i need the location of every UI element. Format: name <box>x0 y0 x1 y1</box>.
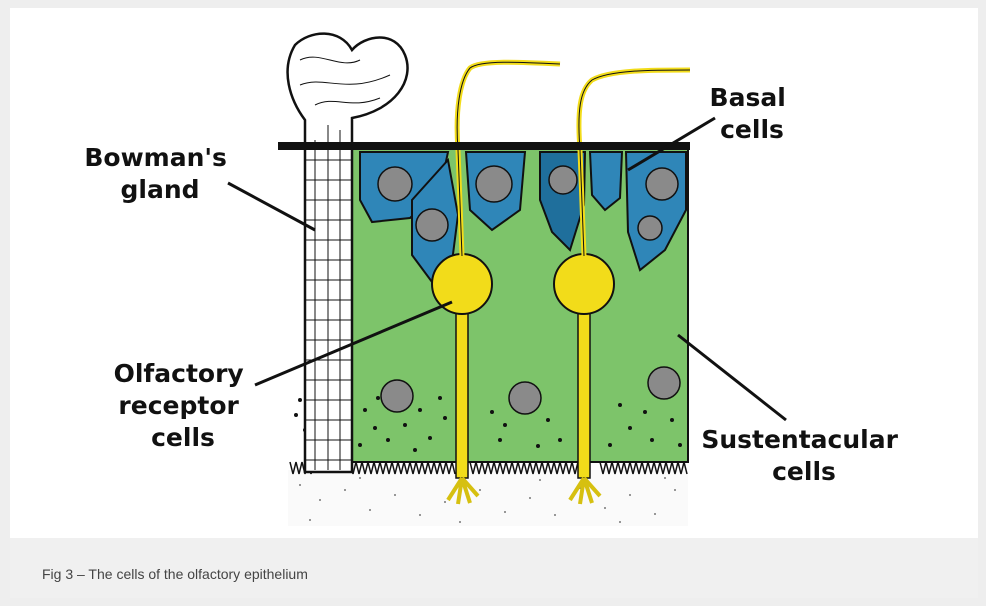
label-sustentacular-cells: Sustentacular cells <box>701 425 906 486</box>
label-bowmans-gland: Bowman's gland <box>84 143 235 204</box>
apical-surface <box>278 142 690 150</box>
label-basal-cells: Basal cells <box>710 83 795 144</box>
leader-sustentacular <box>678 335 786 420</box>
label-olfactory-receptor-cells: Olfactory receptor cells <box>114 359 253 452</box>
lamina-propria <box>288 470 688 526</box>
leader-bowmans-gland <box>228 183 315 230</box>
